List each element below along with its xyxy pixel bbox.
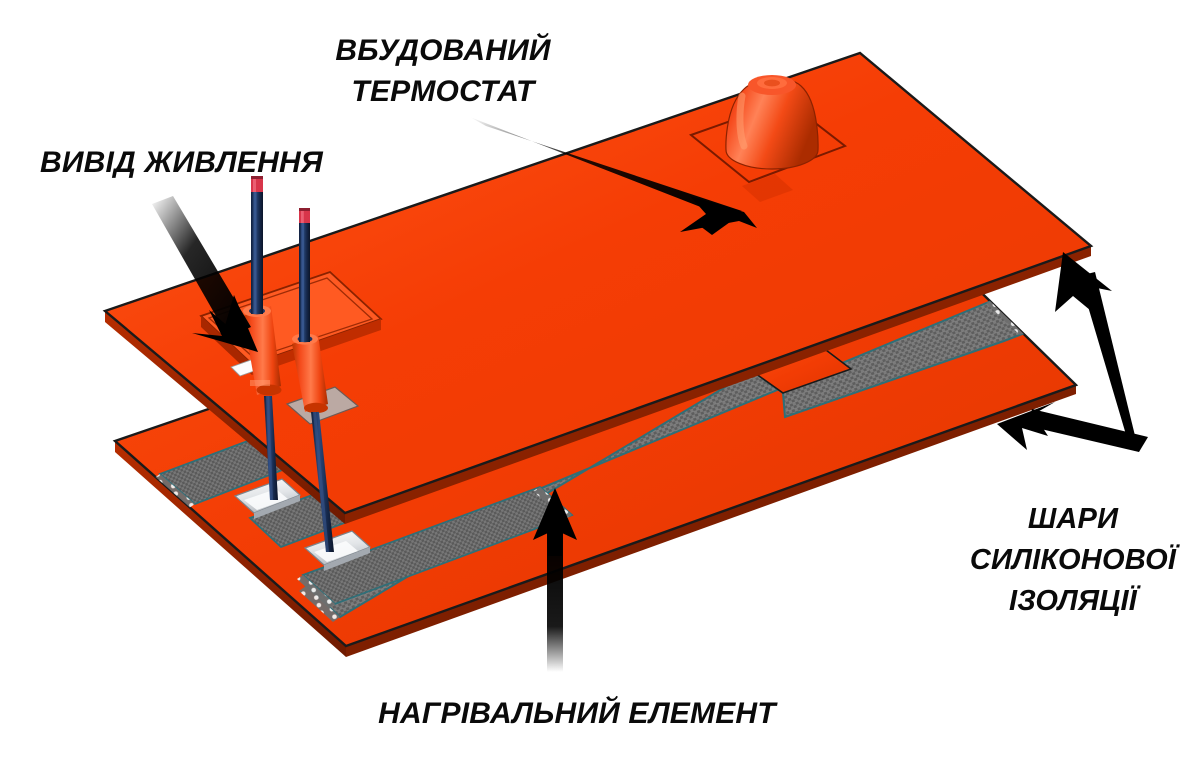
callout-arrow-thermostat (470, 117, 757, 235)
top-silicone-layer (102, 51, 1094, 552)
callout-arrow-power-lead (152, 196, 258, 352)
callout-silicone-line-1: ШАРИ (1028, 503, 1119, 535)
power-wire-right (299, 208, 310, 342)
thermostat-cap (725, 75, 819, 170)
mesh-panel-left-lower-perforation-2 (297, 575, 335, 608)
callout-label-power-lead: ВИВІД ЖИВЛЕННЯ (40, 146, 324, 179)
mesh-panel-main-perforation-2 (299, 586, 340, 622)
callout-arrow-heating-element (533, 488, 577, 672)
callout-label-heating-element: НАГРІВАЛЬНИЙ ЕЛЕМЕНТ (378, 695, 778, 730)
callout-label-thermostat: ВБУДОВАНИЙ ТЕРМОСТАТ (335, 32, 552, 108)
mesh-panel-left-upper-perforation (154, 474, 195, 508)
callout-silicone-line-3: ІЗОЛЯЦІЇ (1009, 584, 1141, 617)
thermostat-stem-slot (742, 174, 793, 202)
power-wire-descending-right (311, 412, 334, 552)
callout-thermostat-line-1: ВБУДОВАНИЙ (335, 32, 552, 67)
callout-label-silicone-layers: ШАРИ СИЛІКОНОВОЇ ІЗОЛЯЦІЇ (970, 503, 1180, 617)
terminal-connector-lower (303, 530, 372, 571)
power-wire-descending-left (264, 396, 278, 500)
power-lead-cone-right (292, 333, 328, 414)
callout-silicone-line-2: СИЛІКОНОВОЇ (970, 543, 1180, 576)
callout-thermostat-line-2: ТЕРМОСТАТ (351, 75, 537, 108)
callout-power-lead-line-1: ВИВІД ЖИВЛЕННЯ (40, 146, 324, 179)
callout-arrow-silicone-layers (997, 252, 1148, 452)
callout-heating-element-line-1: НАГРІВАЛЬНИЙ ЕЛЕМЕНТ (378, 695, 778, 730)
power-wire-left (251, 176, 263, 314)
